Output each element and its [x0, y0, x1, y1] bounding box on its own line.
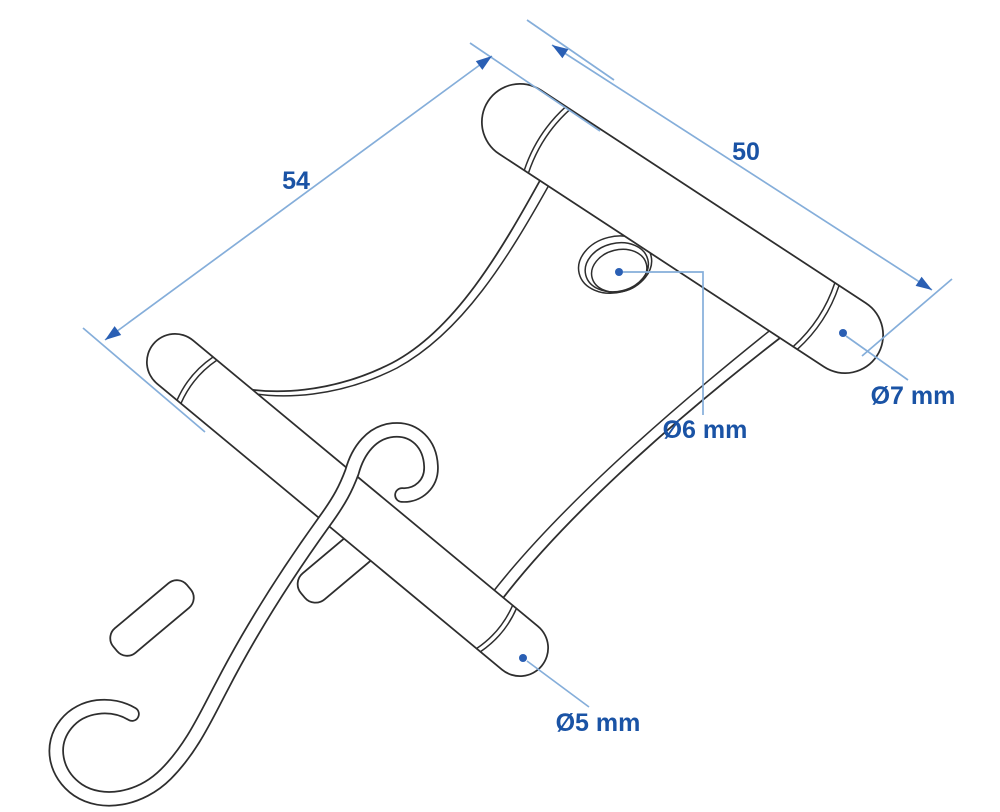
- dimensions: 54 50 Ø7 mm Ø6 mm: [82, 19, 955, 737]
- bottom-bar-left-cap-line2: [180, 359, 218, 405]
- callout-dia-5: Ø5 mm: [519, 654, 640, 737]
- arrow-54-top: [475, 56, 492, 70]
- clip-tab-left: [109, 579, 195, 657]
- dim-50-label: 50: [732, 138, 760, 166]
- bottom-bar: [146, 333, 549, 677]
- dia-7-label: Ø7 mm: [871, 382, 956, 410]
- dim-line-54: [104, 55, 493, 341]
- ext-line-50-right: [861, 278, 953, 357]
- top-bar-left-cap-line: [523, 105, 567, 171]
- top-bar-body-fill: [482, 84, 883, 373]
- dim-line-50: [551, 44, 933, 291]
- leader-dot-dia-7: [839, 329, 847, 337]
- bottom-bar-right-cap-line2: [476, 604, 514, 650]
- callout-dia-7: Ø7 mm: [839, 329, 955, 410]
- dia-5-label: Ø5 mm: [556, 709, 641, 737]
- callout-dia-6: Ø6 mm: [615, 268, 747, 444]
- dia-6-label: Ø6 mm: [663, 416, 748, 444]
- plate-right-inner-edge: [488, 319, 784, 598]
- bottom-bar-body-fill: [147, 334, 548, 676]
- bottom-bar-right-cap-line: [479, 607, 518, 653]
- arrow-50-right: [915, 276, 932, 290]
- leader-dot-dia-6: [615, 268, 623, 276]
- dim-54-label: 54: [282, 167, 310, 195]
- top-bar-right-cap-line: [796, 284, 840, 351]
- top-bar-right-cap-line2: [792, 282, 836, 348]
- dimension-54: 54: [82, 42, 601, 433]
- hole-middle-ring: [584, 241, 650, 293]
- leader-line-dia-7: [845, 335, 909, 381]
- hole-inner-ring: [590, 248, 648, 294]
- ext-line-54-bottom: [82, 327, 206, 433]
- top-bar: [481, 83, 884, 374]
- arrow-54-bottom: [105, 326, 122, 340]
- plate-left-inner-edge: [234, 184, 550, 397]
- top-bar-left-cap-line2: [527, 108, 571, 174]
- leader-line-dia-5: [526, 660, 590, 708]
- s-hook-fill: [50, 423, 437, 805]
- ext-line-54-top: [469, 42, 601, 132]
- leader-line-dia-6: [623, 271, 704, 415]
- bottom-bar-left-cap-line: [176, 356, 214, 401]
- dimension-50: 50: [526, 19, 953, 357]
- mounting-hole: [577, 235, 653, 294]
- s-hook: [48, 422, 439, 807]
- arrow-50-left: [552, 45, 569, 59]
- ext-line-50-left: [526, 19, 615, 81]
- leader-dot-dia-5: [519, 654, 527, 662]
